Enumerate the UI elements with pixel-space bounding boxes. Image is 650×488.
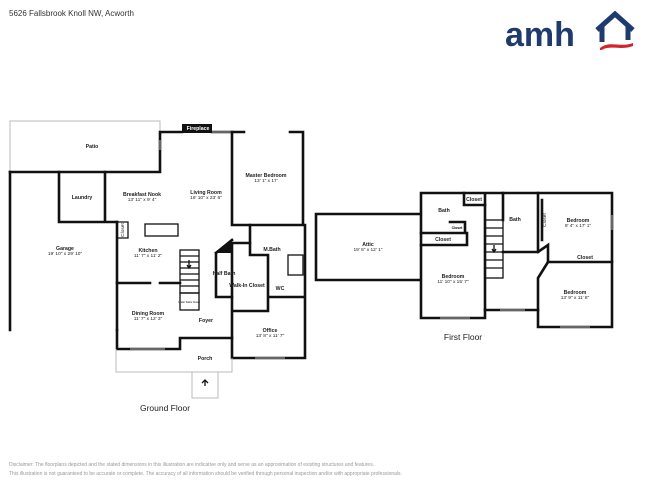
bedroom-2-label: Bedroom [567,218,590,224]
m-bath-label: M.Bath [263,247,280,253]
bedroom-1-dims: 11' 10" x 15' 7" [437,279,469,285]
office-dims: 13' 8" x 11' 7" [256,333,285,339]
master-bedroom-dims: 13' 1" x 17' [254,178,277,184]
breakfast-nook-label: Breakfast Nook [123,192,161,198]
bath-2-label: Bath [509,217,521,223]
half-bath-label: Half Bath [213,271,236,277]
dining-room-label: Dining Room [132,311,165,317]
svg-text:amh: amh [505,16,575,50]
office-label: Office [263,328,278,334]
bedroom-2-dims: 9' 4" x 17' 1" [565,223,592,229]
fireplace-label: Fireplace [187,126,210,132]
bath-1-label: Bath [438,208,450,214]
attic-dims: 19' 5" x 12' 1" [354,247,383,253]
porch-label: Porch [198,356,213,362]
closet-4-label: Closet [542,213,548,227]
walk-in-closet-label: Walk-In Closet [229,283,265,289]
wc-label: WC [276,286,285,292]
foyer-label: Foyer [199,318,213,324]
ground-floor-label: Ground Floor [140,403,190,413]
living-room-dims: 16' 10" x 23' 6" [190,195,222,201]
bedroom-1-label: Bedroom [442,274,465,280]
laundry-label: Laundry [72,195,93,201]
amh-logo: amh [505,10,635,50]
first-floor-label: First Floor [444,332,482,342]
master-bedroom-label: Master Bedroom [246,173,287,179]
dining-room-dims: 11' 7" x 12' 3" [134,316,163,322]
kitchen-dims: 11' 7" x 11' 2" [134,253,163,259]
patio-label: Patio [86,144,99,150]
disclaimer-line-1: Disclaimer: The floorplans depicted and … [9,462,375,468]
kitchen-label: Kitchen [138,248,157,254]
disclaimer-line-2: This illustration is not guaranteed to b… [9,471,402,477]
fireplace-box [182,124,212,133]
bedroom-3-dims: 13' 9" x 11' 8" [561,295,590,301]
bedroom-3-label: Bedroom [564,290,587,296]
under-stairs-closet-label: Under Stairs Closet [178,301,200,304]
garage-dims: 19' 10" x 29' 10" [48,251,83,257]
living-room-label: Living Room [190,190,222,196]
ground-floor-walls [8,120,307,399]
disclaimer: Disclaimer: The floorplans depicted and … [9,461,402,479]
first-floor-walls [314,191,614,329]
closet-label: Closet [120,223,126,237]
attic-label: Attic [362,242,374,248]
breakfast-nook-dims: 13' 11" x 9' 4" [128,197,157,203]
closet-1-label: Closet [466,197,482,203]
garage-label: Garage [56,246,74,252]
closet-3-label: Closet [435,237,451,243]
closet-5-label: Closet [577,255,593,261]
closet-2-label: Closet [452,226,464,230]
property-address: 5626 Fallsbrook Knoll NW, Acworth [9,9,134,18]
